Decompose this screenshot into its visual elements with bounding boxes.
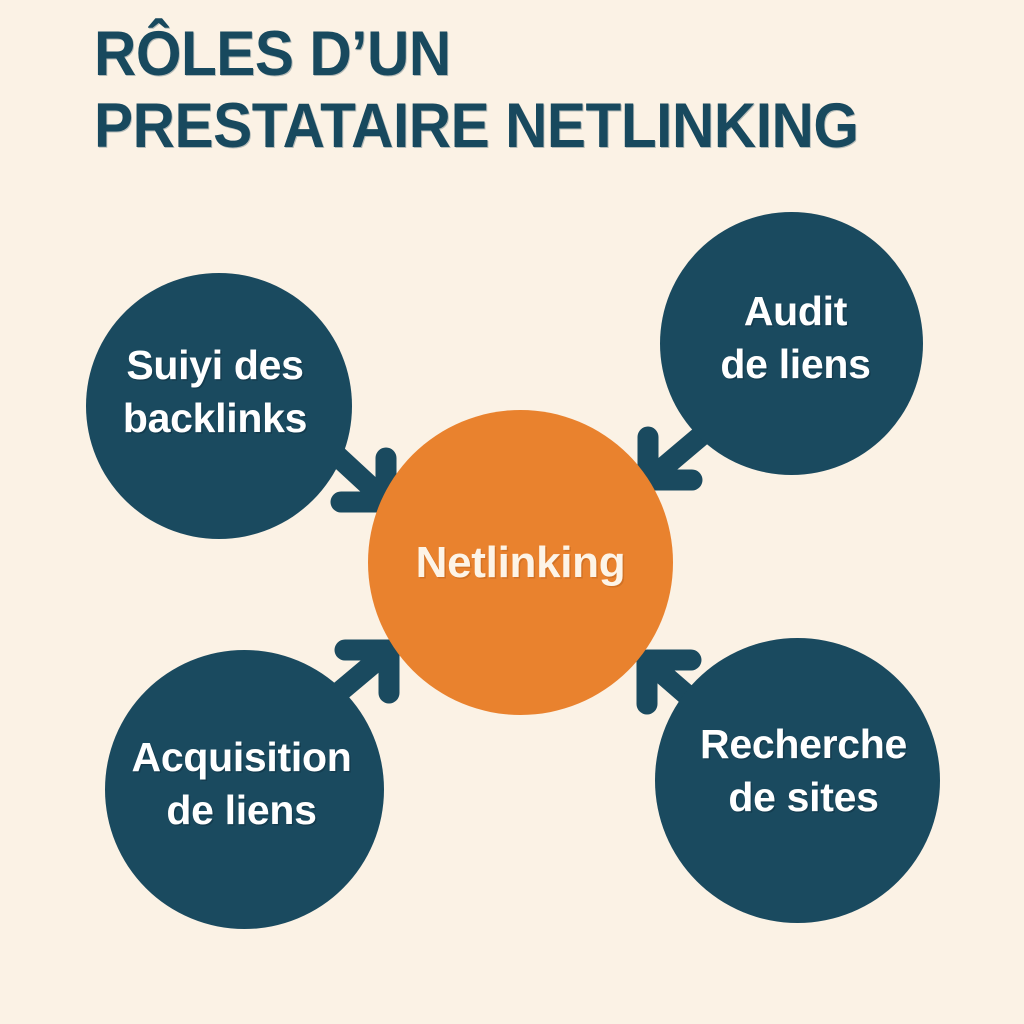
node-acquisition-de-liens[interactable]: Acquisition de liens	[105, 650, 384, 929]
node-label: Audit de liens	[720, 287, 871, 387]
node-netlinking-center[interactable]: Netlinking	[368, 410, 673, 715]
node-label: Suiyi des backlinks	[122, 342, 308, 441]
title-line-1: RÔLES D’UN	[94, 19, 451, 89]
node-audit-de-liens[interactable]: Audit de liens	[660, 212, 923, 475]
node-recherche-de-sites[interactable]: Recherche de sites	[655, 638, 940, 923]
title-line-2: PRESTATAIRE NETLINKING	[94, 91, 859, 161]
node-label: Acquisition de liens	[131, 733, 352, 833]
node-label: Recherche de sites	[700, 720, 907, 820]
node-label: Netlinking	[415, 538, 626, 587]
page-title: RÔLES D’UN PRESTATAIRE NETLINKING	[94, 18, 974, 162]
node-suivi-des-backlinks[interactable]: Suiyi des backlinks	[86, 273, 352, 539]
